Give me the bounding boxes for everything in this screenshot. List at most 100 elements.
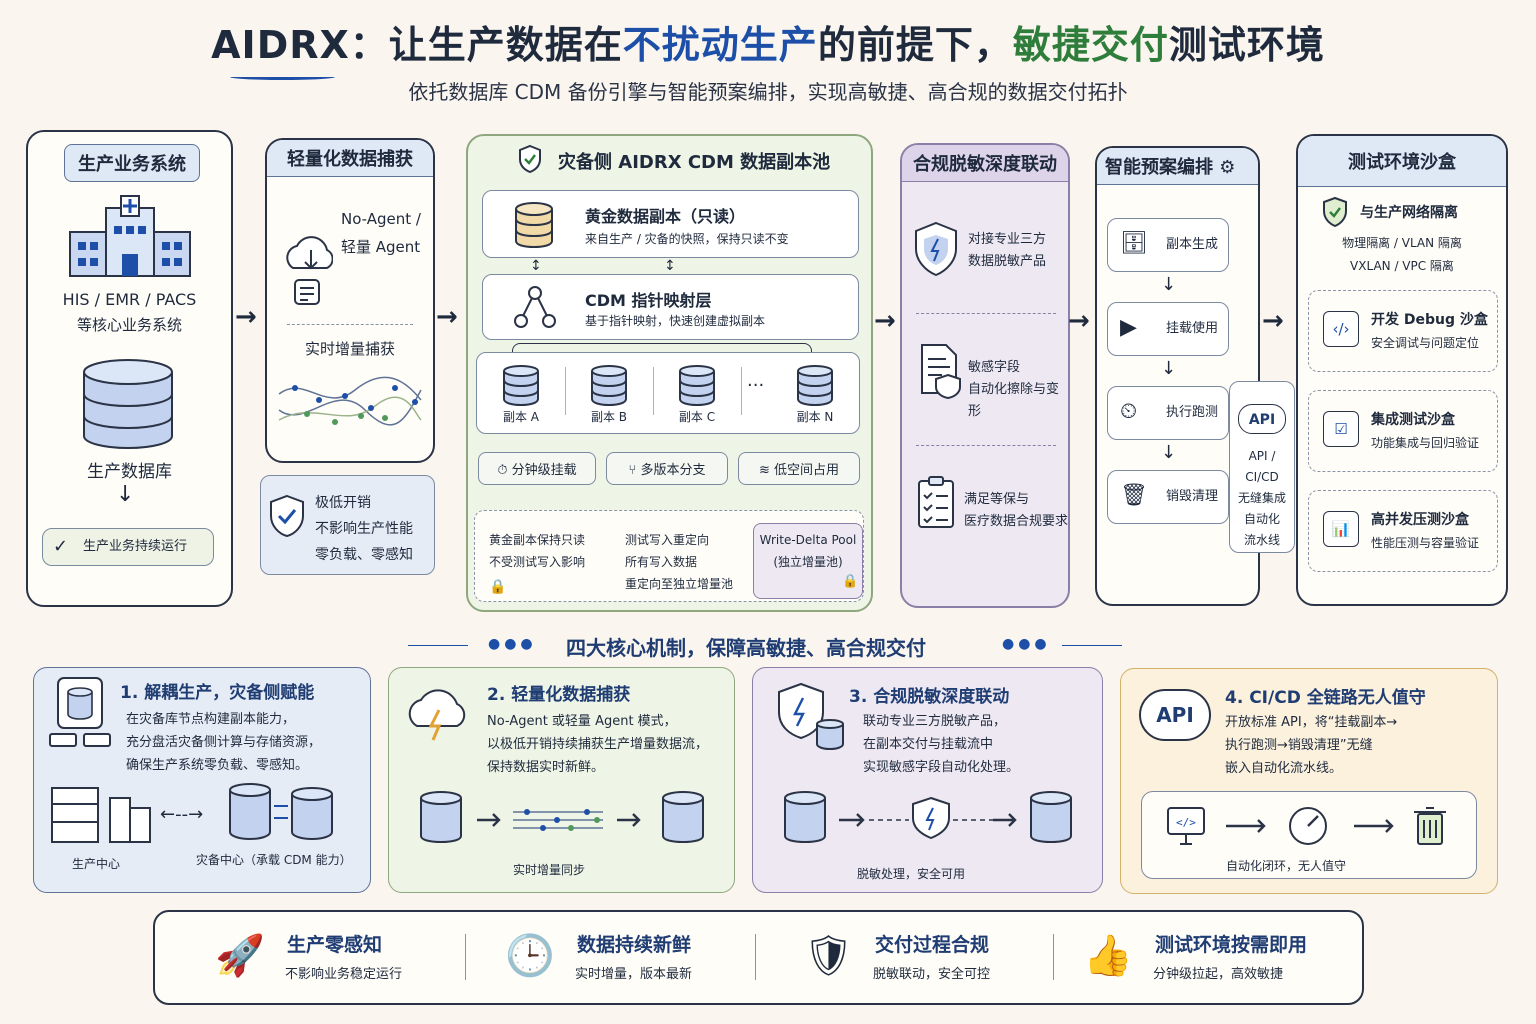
orchestration-step: ▶ 挂载使用 <box>1107 302 1229 356</box>
benefit-divider <box>1053 934 1054 980</box>
masking-item-1a: 对接专业三方 <box>968 232 1047 247</box>
copy-label: 副本 N <box>796 410 834 424</box>
orchestration-title: 智能预案编排 <box>1105 157 1213 178</box>
benefit-desc: 分钟级拉起，高效敏捷 <box>1153 967 1284 982</box>
m2-desc-1: No-Agent 或轻量 Agent 模式， <box>487 714 677 729</box>
mechanisms-title: 四大核心机制，保障高敏捷、高合规交付 <box>566 636 926 660</box>
title-highlight-green: 敏捷交付 <box>1012 23 1169 67</box>
sandbox-desc: 性能压测与容量验证 <box>1371 536 1480 550</box>
flow-arrow-3: → <box>874 306 896 336</box>
copy-separator <box>653 367 654 415</box>
checklist-icon <box>918 476 954 528</box>
mechanism-1-title: 1. 解耦生产，灾备侧赋能 <box>120 683 315 703</box>
iso-text-4: 所有写入数据 <box>625 555 698 569</box>
benefit-divider <box>755 934 756 980</box>
iso-text-3: 测试写入重定向 <box>625 533 710 547</box>
shield-database-icon <box>778 682 844 751</box>
sandbox-header: 测试环境沙盒 <box>1298 136 1506 187</box>
pointer-map-box: CDM 指针映射层 基于指针映射，快速创建虚拟副本 <box>482 274 859 340</box>
cdm-pool-header: 灾备侧 AIDRX CDM 数据副本池 <box>558 152 831 173</box>
bidirectional-arrow-icon: ←--→ <box>160 804 204 825</box>
feature-label: 低空间占用 <box>774 463 840 478</box>
sandbox-title: 高并发压测沙盒 <box>1371 512 1469 528</box>
auto-loop-label: 自动化闭环，无人值守 <box>1226 859 1347 873</box>
mechanism-1-card: 1. 解耦生产，灾备侧赋能 在灾备库节点构建副本能力，充分盘活灾备侧计算与存储资… <box>33 667 371 893</box>
api-label: API / <box>1248 449 1276 463</box>
masking-item-1b: 数据脱敏产品 <box>968 254 1047 269</box>
page-subtitle: 依托数据库 CDM 备份引擎与智能预案编排，实现高敏捷、高合规的数据交付拓扑 <box>408 80 1128 104</box>
gauge-icon: ⏲ <box>1120 399 1138 424</box>
m4-desc-3: 嵌入自动化流水线。 <box>1225 761 1343 776</box>
isolation-mode-2: VXLAN / VPC 隔离 <box>1350 259 1454 273</box>
production-system-header: 生产业务系统 <box>64 144 200 182</box>
lock-icon: 🔒 <box>842 574 859 589</box>
copy-ellipsis: ··· <box>747 375 765 396</box>
benefit-title: 生产零感知 <box>287 934 383 956</box>
down-arrow-icon: ↓ <box>116 482 135 507</box>
production-database-label: 生产数据库 <box>87 462 172 482</box>
cdm-pool-panel: 灾备侧 AIDRX CDM 数据副本池 黄金数据副本（只读） 来自生产 / 灾备… <box>466 134 873 612</box>
orchestration-steps: 🗄副本生成↓▶挂载使用↓⏲执行跑测↓🗑销毁清理 <box>1097 148 1258 604</box>
masking-safe-label: 脱敏处理，安全可用 <box>857 867 966 881</box>
low-overhead-note: 极低开销 不影响生产性能 零负载、零感知 <box>260 475 435 575</box>
server-database-icon <box>49 677 111 747</box>
dr-center-label: 灾备中心（承载 CDM 能力） <box>196 853 352 867</box>
business-system-name: HIS / EMR / PACS <box>62 290 197 309</box>
down-arrow-icon: ↓ <box>1161 442 1177 463</box>
mechanism-2-card: 2. 轻量化数据捕获 No-Agent 或轻量 Agent 模式，以极低开销持续… <box>388 667 735 893</box>
benefit-title: 测试环境按需即用 <box>1155 934 1308 956</box>
production-center-label: 生产中心 <box>72 857 121 871</box>
hospital-icon <box>69 195 191 277</box>
incremental-capture-label: 实时增量捕获 <box>304 340 395 358</box>
step-label: 执行跑测 <box>1166 405 1219 420</box>
shield-check-icon <box>270 494 304 538</box>
benefit-desc: 不影响业务稳定运行 <box>285 967 403 982</box>
down-arrow-icon: ↓ <box>1161 358 1177 379</box>
pool-label: Write-Delta Pool <box>759 533 857 547</box>
m1-desc-3: 确保生产系统零负载、零感知。 <box>126 758 309 773</box>
feature-label: 多版本分支 <box>640 463 706 478</box>
api-icon-label: API <box>1156 703 1194 727</box>
sandbox-card: ‹/›开发 Debug 沙盒安全调试与问题定位 <box>1308 290 1498 372</box>
copy-separator <box>741 367 742 415</box>
sandbox-title: 开发 Debug 沙盒 <box>1371 312 1488 328</box>
mechanism-3-card: 3. 合规脱敏深度联动 联动专业三方脱敏产品，在副本交付与挂载流中实现敏感字段自… <box>752 667 1103 893</box>
api-label: 流水线 <box>1243 533 1280 547</box>
capture-panel: 轻量化数据捕获 No-Agent / 轻量 Agent 实时增量捕获 <box>265 138 435 463</box>
clock-icon: 🕒 <box>505 933 555 979</box>
mech-title-line-right <box>1062 645 1122 646</box>
pool-sublabel: (独立增量池) <box>773 555 843 569</box>
masking-header: 合规脱敏深度联动 <box>902 145 1068 182</box>
sandbox-card: ☑集成测试沙盒功能集成与回归验证 <box>1308 390 1498 472</box>
gear-icon: ⚙ <box>1219 157 1236 178</box>
note-line-3: 零负载、零感知 <box>315 547 413 563</box>
mechanism-4-title: 4. CI/CD 全链路无人值守 <box>1225 688 1426 708</box>
benefit-title: 数据持续新鲜 <box>577 934 692 956</box>
orchestration-step: 🗄副本生成 <box>1107 218 1229 272</box>
data-stream-icon <box>278 376 422 426</box>
document-shield-icon <box>921 344 961 399</box>
link-arrow-icon: ↕ <box>530 258 542 274</box>
checklist-gear-icon: ☑ <box>1323 411 1359 447</box>
monitor-play-icon: ▶ <box>1120 315 1137 340</box>
benefits-bar: 🚀生产零感知不影响业务稳定运行🕒数据持续新鲜实时增量，版本最新🛡交付过程合规脱敏… <box>153 910 1364 1005</box>
feature-low-space: ≋ 低空间占用 <box>738 452 860 485</box>
mechanism-4-card: API 4. CI/CD 全链路无人值守 开放标准 API，将“挂载副本→执行跑… <box>1120 668 1498 894</box>
mechanism-2-title: 2. 轻量化数据捕获 <box>487 685 631 705</box>
masking-item-3a: 满足等保与 <box>964 492 1030 507</box>
orchestration-step: 🗑销毁清理 <box>1107 470 1229 524</box>
realtime-sync-label: 实时增量同步 <box>513 863 586 877</box>
business-system-desc: 等核心业务系统 <box>76 316 182 334</box>
api-label: 自动化 <box>1243 512 1280 526</box>
m1-desc-1: 在灾备库节点构建副本能力， <box>126 712 296 727</box>
iso-text-5: 重定向至独立增量池 <box>625 577 734 591</box>
branch-icon <box>514 286 556 328</box>
step-label: 挂载使用 <box>1166 321 1219 336</box>
sandbox-card: 📊高并发压测沙盒性能压测与容量验证 <box>1308 490 1498 572</box>
golden-database-icon <box>515 202 553 249</box>
api-label: 无缝集成 <box>1237 491 1286 505</box>
